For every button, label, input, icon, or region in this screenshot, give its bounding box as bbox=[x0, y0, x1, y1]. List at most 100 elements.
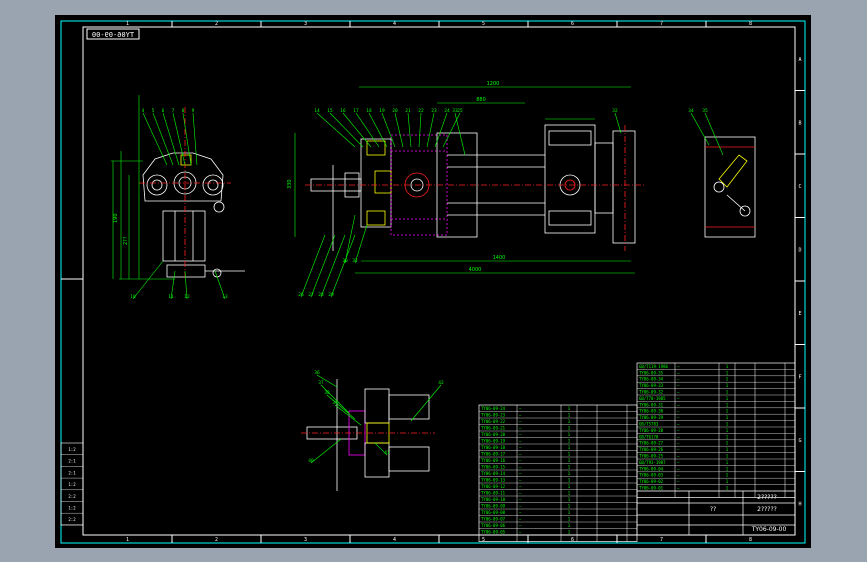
callout-leader bbox=[170, 270, 176, 300]
bom-qty: 1 bbox=[726, 422, 729, 427]
callout-label: 11 bbox=[168, 294, 174, 300]
bom-part-name: — bbox=[677, 422, 680, 427]
callout-leader bbox=[316, 112, 356, 148]
bom-qty: 1 bbox=[568, 445, 571, 450]
bom-qty: 1 bbox=[726, 486, 729, 491]
callout-label: 16 bbox=[340, 108, 346, 114]
callout-label: 18 bbox=[366, 108, 372, 114]
bom-part-code: TY06-09-01 bbox=[639, 486, 664, 491]
callout-leader bbox=[320, 384, 350, 414]
dim-main-3: 1400 bbox=[493, 255, 506, 261]
title-block-sheet: 2????? bbox=[757, 506, 777, 513]
callout-label: 22 bbox=[418, 108, 424, 114]
border-top-mark: 4 bbox=[393, 21, 396, 27]
code-box-text: TY06-09-00 bbox=[92, 31, 134, 39]
bom-part-code: TY06-09-31 bbox=[639, 402, 664, 407]
border-bottom-mark: 8 bbox=[749, 537, 752, 543]
border-right-mark: B bbox=[798, 120, 801, 126]
bom-part-name: — bbox=[677, 466, 680, 471]
bom-part-code: TY06-09-03 bbox=[639, 473, 664, 478]
bom-part-code: GB/T70-1985 bbox=[639, 396, 666, 401]
bom-qty: 1 bbox=[726, 402, 729, 407]
bom-qty: 1 bbox=[568, 484, 571, 489]
callout-leader bbox=[434, 112, 448, 148]
base-plate bbox=[166, 264, 206, 278]
bom-part-code: TY06-09-12 bbox=[481, 484, 506, 489]
revision-row: 1:2 bbox=[68, 506, 76, 511]
revision-row: 2:2 bbox=[68, 517, 76, 522]
bom-part-name: — bbox=[677, 364, 680, 369]
bom-qty: 1 bbox=[568, 465, 571, 470]
bom-qty: 1 bbox=[726, 447, 729, 452]
left-view-dimensions bbox=[111, 95, 175, 280]
bom-part-code: TY06-09-16 bbox=[481, 458, 506, 463]
pin-hole bbox=[213, 201, 225, 213]
callout-leader bbox=[182, 112, 192, 166]
callout-label: 37 bbox=[318, 380, 324, 386]
callout-label: 21 bbox=[405, 108, 411, 114]
bore-right-inner bbox=[207, 179, 219, 191]
bom-qty: 1 bbox=[568, 458, 571, 463]
border-top-mark: 3 bbox=[304, 21, 307, 27]
right-end-view bbox=[704, 136, 756, 238]
callout-leader bbox=[344, 214, 356, 264]
callout-leader bbox=[354, 224, 368, 264]
callout-leader bbox=[704, 112, 724, 156]
bom-qty: 1 bbox=[568, 497, 571, 502]
bom-qty: 1 bbox=[726, 434, 729, 439]
callout-leader bbox=[184, 270, 188, 300]
title-block-center: ?? bbox=[710, 506, 716, 513]
bom-part-code: TY06-09-08 bbox=[481, 510, 506, 515]
callout-label: 10 bbox=[130, 294, 136, 300]
callout-label: 4 bbox=[142, 108, 145, 114]
bom-part-code: GB/T5783 bbox=[639, 422, 659, 427]
bom-part-code: TY06-09-21 bbox=[481, 426, 506, 431]
end-plate bbox=[612, 130, 636, 244]
border-right-mark: E bbox=[798, 311, 801, 317]
bom-part-code: TY06-09-05 bbox=[481, 530, 506, 535]
bom-qty: 1 bbox=[726, 460, 729, 465]
code-box bbox=[86, 28, 140, 40]
title-block-top: 2????? bbox=[757, 494, 777, 501]
bom-part-name: — bbox=[677, 447, 680, 452]
callout-leader bbox=[442, 112, 461, 148]
border-right-mark: F bbox=[798, 374, 801, 380]
dim-front-left-2: 2?? bbox=[123, 236, 129, 245]
bom-qty: 1 bbox=[568, 471, 571, 476]
callout-label: 35 bbox=[702, 108, 708, 114]
end-view-body bbox=[704, 136, 756, 238]
revision-row: 2:1 bbox=[68, 459, 76, 464]
border-bottom-mark: 2 bbox=[215, 537, 218, 543]
callout-leader bbox=[426, 112, 435, 148]
callout-leader bbox=[162, 112, 180, 166]
callout-leader bbox=[355, 112, 380, 148]
bom-part-code: TY06-09-10 bbox=[481, 497, 506, 502]
main-view-dimensions bbox=[294, 86, 635, 274]
bom-part-name: — bbox=[677, 415, 680, 420]
title-block bbox=[636, 490, 796, 536]
callout-leader bbox=[614, 112, 622, 134]
dim-main-2: 880 bbox=[476, 97, 486, 103]
callout-label: 23 bbox=[431, 108, 437, 114]
callout-leader bbox=[310, 234, 336, 298]
bom-part-code: TY06-09-13 bbox=[481, 478, 506, 483]
callout-label: 28 bbox=[318, 292, 324, 298]
bom-qty: 1 bbox=[726, 377, 729, 382]
callout-label: 26 bbox=[298, 292, 304, 298]
bom-part-name: — bbox=[519, 465, 522, 470]
bom-part-code: TY06-09-33 bbox=[639, 383, 664, 388]
bom-qty: 1 bbox=[568, 439, 571, 444]
detail-section-view bbox=[301, 379, 435, 491]
bom-part-name: — bbox=[519, 452, 522, 457]
bom-part-name: — bbox=[519, 458, 522, 463]
callout-label: 14 bbox=[314, 108, 320, 114]
callout-label: 33 bbox=[452, 108, 458, 114]
callout-label: 41 bbox=[384, 450, 390, 456]
callout-leader bbox=[300, 234, 326, 298]
bom-part-code: TY06-09-25 bbox=[639, 454, 664, 459]
border-top-mark: 1 bbox=[126, 21, 129, 27]
